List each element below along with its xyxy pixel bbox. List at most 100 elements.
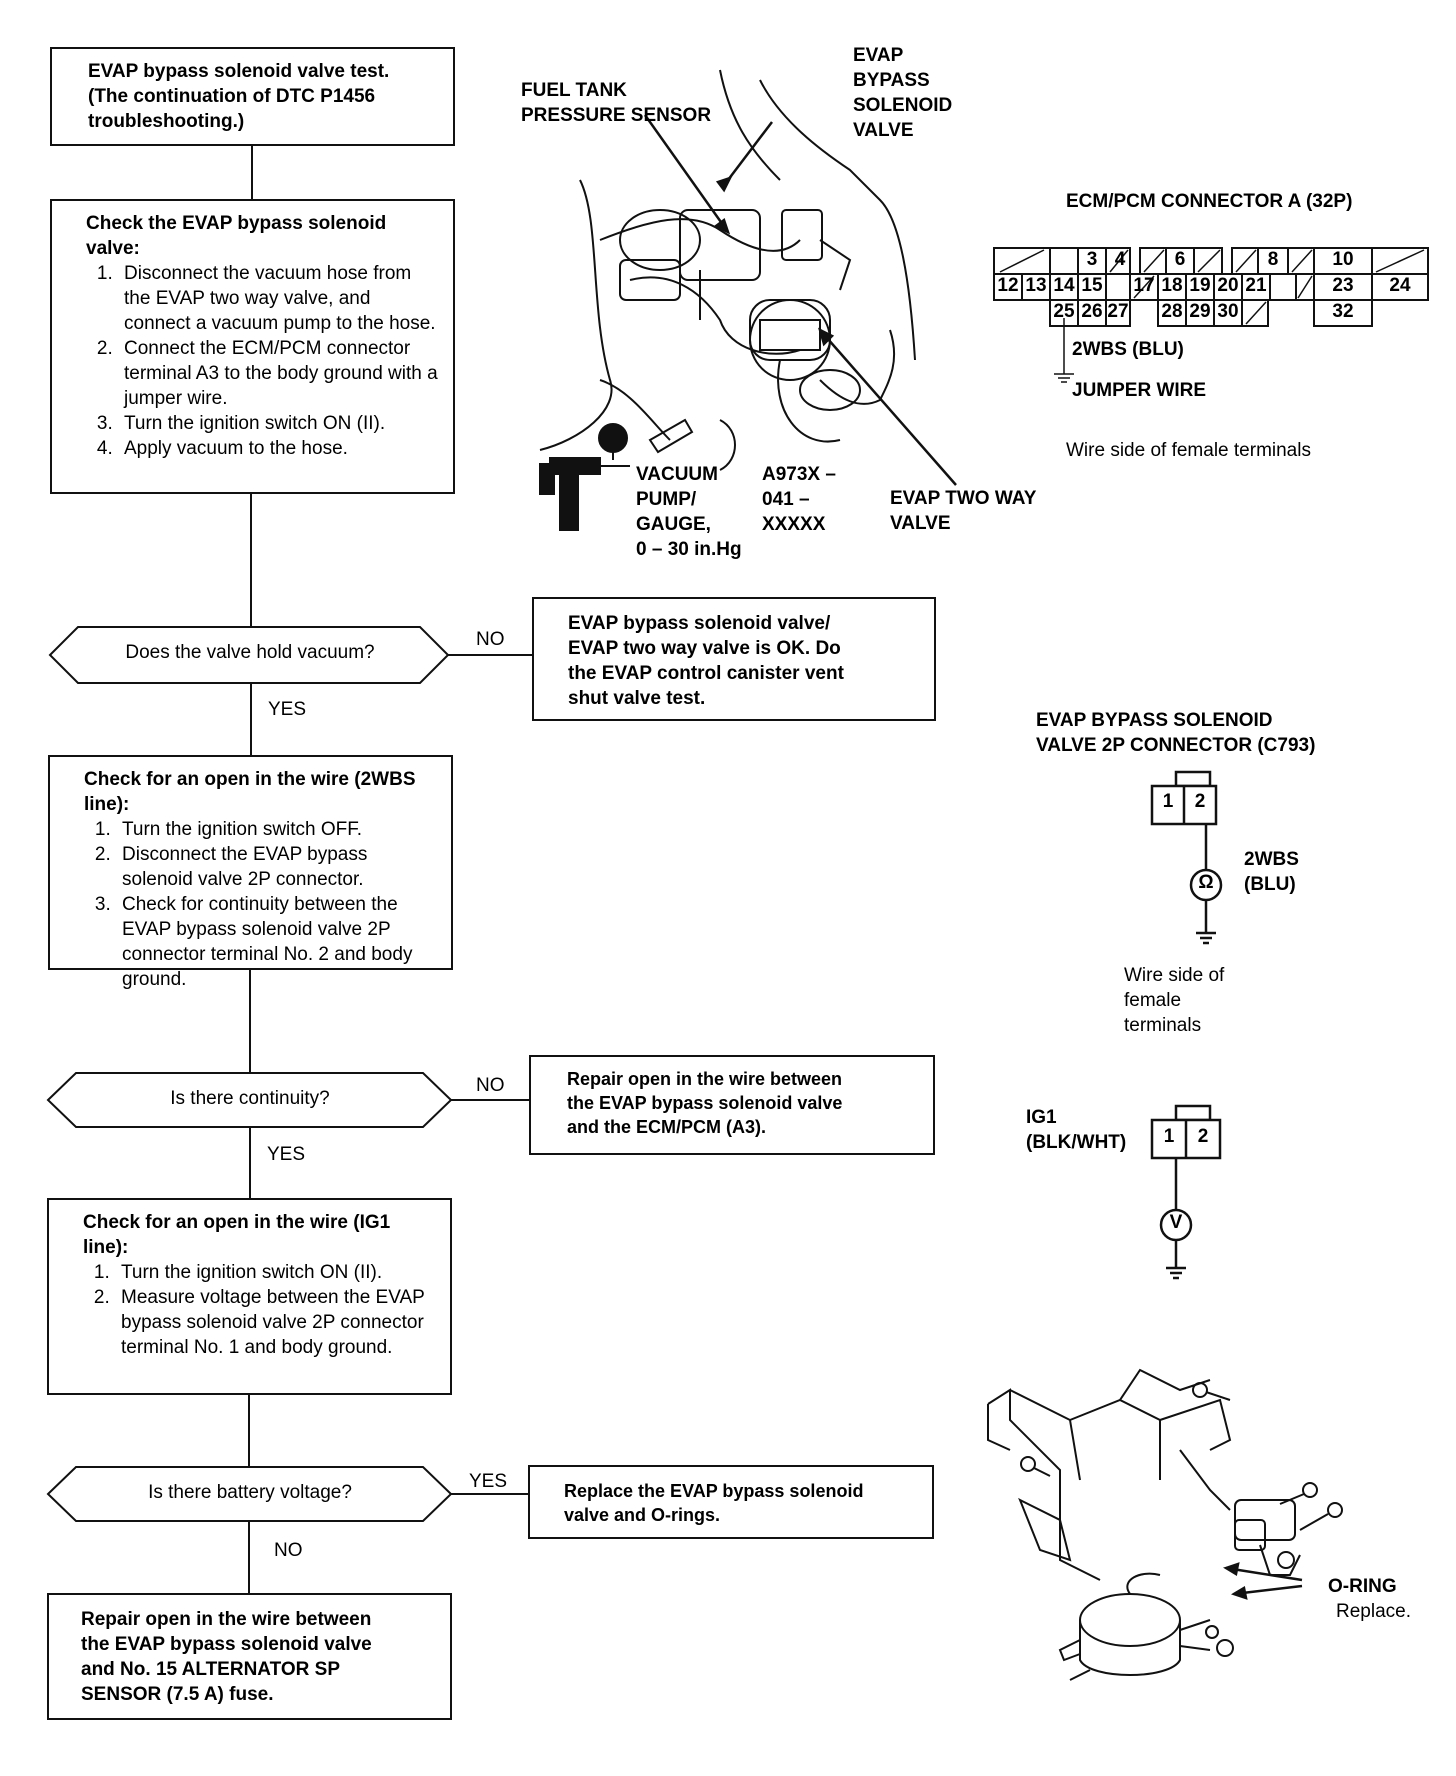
ig1-connector-diagram	[1150, 1104, 1222, 1280]
ecm-connector-diagram	[993, 247, 1429, 383]
ecm-pin: 15	[1081, 275, 1103, 296]
jumper-wire-label: JUMPER WIRE	[1072, 380, 1207, 401]
fuel-tank-line: FUEL TANK	[521, 80, 627, 101]
oring-note: Replace.	[1336, 1601, 1411, 1622]
two-way-label: EVAP TWO WAY VALVE	[890, 486, 1036, 536]
step1-item: Turn the ignition switch ON (II).	[118, 411, 439, 436]
decision-3-no: NO	[274, 1540, 303, 1561]
bypass-connector-diagram	[1150, 770, 1223, 945]
decision-3-yes: YES	[469, 1471, 508, 1492]
repair2-line: and No. 15 ALTERNATOR SP	[81, 1659, 340, 1680]
ecm-note: Wire side of female terminals	[1066, 440, 1311, 461]
oring-label: O-RING	[1328, 1576, 1397, 1597]
ecm-pin: 23	[1332, 275, 1354, 296]
bypass-connector-title: EVAP BYPASS SOLENOID VALVE 2P CONNECTOR …	[1036, 708, 1315, 758]
start-box: EVAP bypass solenoid valve test. (The co…	[50, 47, 455, 146]
replace-line: Replace the EVAP bypass solenoid	[564, 1481, 864, 1501]
decision-hex-2	[46, 1072, 453, 1128]
ecm-pin: 12	[997, 275, 1019, 296]
step1-item: Apply vacuum to the hose.	[118, 436, 439, 461]
step-check-2wbs: Check for an open in the wire (2WBS line…	[48, 755, 453, 990]
replace-box: Replace the EVAP bypass solenoid valve a…	[528, 1465, 934, 1539]
ecm-pin: 27	[1107, 301, 1129, 322]
ecm-pin: 28	[1161, 301, 1183, 322]
ecm-pin: 13	[1025, 275, 1047, 296]
ecm-pin: 4	[1114, 249, 1126, 270]
vacuum-label: VACUUM PUMP/ GAUGE, 0 – 30 in.Hg	[636, 462, 742, 562]
ok-line: shut valve test.	[568, 688, 706, 709]
step3-item: Measure voltage between the EVAP bypass …	[115, 1285, 436, 1360]
bypass-note-line: female	[1124, 990, 1182, 1011]
bypass-pin-1: 1	[1162, 791, 1174, 812]
vacuum-line: PUMP/	[636, 489, 697, 510]
decision-2-yes: YES	[267, 1144, 306, 1165]
decision-2-text: Is there continuity?	[170, 1088, 330, 1109]
bypass-note-line: terminals	[1124, 1015, 1202, 1036]
step-check-valve: Check the EVAP bypass solenoid valve: Di…	[50, 199, 455, 494]
tool-line: 041 –	[762, 489, 810, 510]
vacuum-line: GAUGE,	[636, 514, 711, 535]
step1-item: Connect the ECM/PCM connector terminal A…	[118, 336, 439, 411]
start-line-3: troubleshooting.)	[88, 111, 245, 132]
step1-title: Check the EVAP bypass solenoid valve:	[86, 213, 387, 259]
ecm-pin: 6	[1174, 249, 1186, 270]
repair2-line: Repair open in the wire between	[81, 1609, 372, 1630]
evap-bypass-line: VALVE	[853, 120, 914, 141]
ecm-pin: 25	[1053, 301, 1075, 322]
repair1-line: Repair open in the wire between	[567, 1069, 843, 1089]
ecm-pin: 19	[1189, 275, 1211, 296]
decision-1-text: Does the valve hold vacuum?	[125, 642, 375, 663]
ig1-wire-label: IG1 (BLK/WHT)	[1026, 1105, 1126, 1155]
ecm-pin: 29	[1189, 301, 1211, 322]
tool-line: A973X –	[762, 464, 836, 485]
ecm-connector-title: ECM/PCM CONNECTOR A (32P)	[1066, 191, 1353, 212]
ecm-pin: 17	[1133, 275, 1155, 296]
repair-box-2: Repair open in the wire between the EVAP…	[47, 1593, 452, 1720]
step1-item: Disconnect the vacuum hose from the EVAP…	[118, 261, 439, 336]
two-way-line: EVAP TWO WAY	[890, 488, 1037, 509]
ok-line: the EVAP control canister vent	[568, 663, 844, 684]
repair2-line: the EVAP bypass solenoid valve	[81, 1634, 372, 1655]
bypass-wire-line: (BLU)	[1244, 874, 1296, 895]
vacuum-line: VACUUM	[636, 464, 718, 485]
ecm-pin: 26	[1081, 301, 1103, 322]
ohm-meter-icon: Ω	[1198, 872, 1214, 893]
fuel-tank-label: FUEL TANK PRESSURE SENSOR	[521, 78, 711, 128]
evap-bypass-line: EVAP	[853, 45, 904, 66]
repair-box-1: Repair open in the wire between the EVAP…	[529, 1055, 935, 1155]
step-check-ig1: Check for an open in the wire (IG1 line)…	[47, 1198, 452, 1395]
step3-title: Check for an open in the wire (IG1 line)…	[83, 1212, 391, 1258]
tool-line: XXXXX	[762, 514, 826, 535]
bypass-title-line: VALVE 2P CONNECTOR (C793)	[1036, 735, 1316, 756]
step2-item: Disconnect the EVAP bypass solenoid valv…	[116, 842, 437, 892]
evap-bypass-line: SOLENOID	[853, 95, 953, 116]
replace-line: valve and O-rings.	[564, 1505, 721, 1525]
ok-box: EVAP bypass solenoid valve/ EVAP two way…	[532, 597, 936, 721]
ig1-pin-1: 1	[1163, 1126, 1175, 1147]
bypass-note: Wire side of female terminals	[1124, 963, 1224, 1038]
ecm-wire-label: 2WBS (BLU)	[1072, 339, 1184, 360]
bypass-note-line: Wire side of	[1124, 965, 1225, 986]
decision-3-text: Is there battery voltage?	[148, 1482, 352, 1503]
engine-illustration	[539, 69, 957, 531]
ecm-pin: 3	[1086, 249, 1098, 270]
decision-1-yes: YES	[268, 699, 307, 720]
ig1-wire-line: (BLK/WHT)	[1026, 1132, 1127, 1153]
ecm-pin: 32	[1332, 301, 1354, 322]
bypass-wire-line: 2WBS	[1244, 849, 1299, 870]
evap-bypass-line: BYPASS	[853, 70, 930, 91]
repair1-line: and the ECM/PCM (A3).	[567, 1117, 767, 1137]
ig1-wire-line: IG1	[1026, 1107, 1057, 1128]
decision-hex-3	[46, 1466, 453, 1522]
evap-bypass-label: EVAP BYPASS SOLENOID VALVE	[853, 43, 952, 143]
bypass-wire-label: 2WBS (BLU)	[1244, 847, 1299, 897]
ok-line: EVAP two way valve is OK. Do	[568, 638, 841, 659]
bypass-title-line: EVAP BYPASS SOLENOID	[1036, 710, 1273, 731]
decision-hex-1	[48, 626, 450, 684]
ecm-pin: 20	[1217, 275, 1239, 296]
tool-number-label: A973X – 041 – XXXXX	[762, 462, 836, 537]
ecm-pin: 14	[1053, 275, 1075, 296]
decision-2-no: NO	[476, 1075, 505, 1096]
step3-item: Turn the ignition switch ON (II).	[115, 1260, 436, 1285]
repair2-line: SENSOR (7.5 A) fuse.	[81, 1684, 274, 1705]
